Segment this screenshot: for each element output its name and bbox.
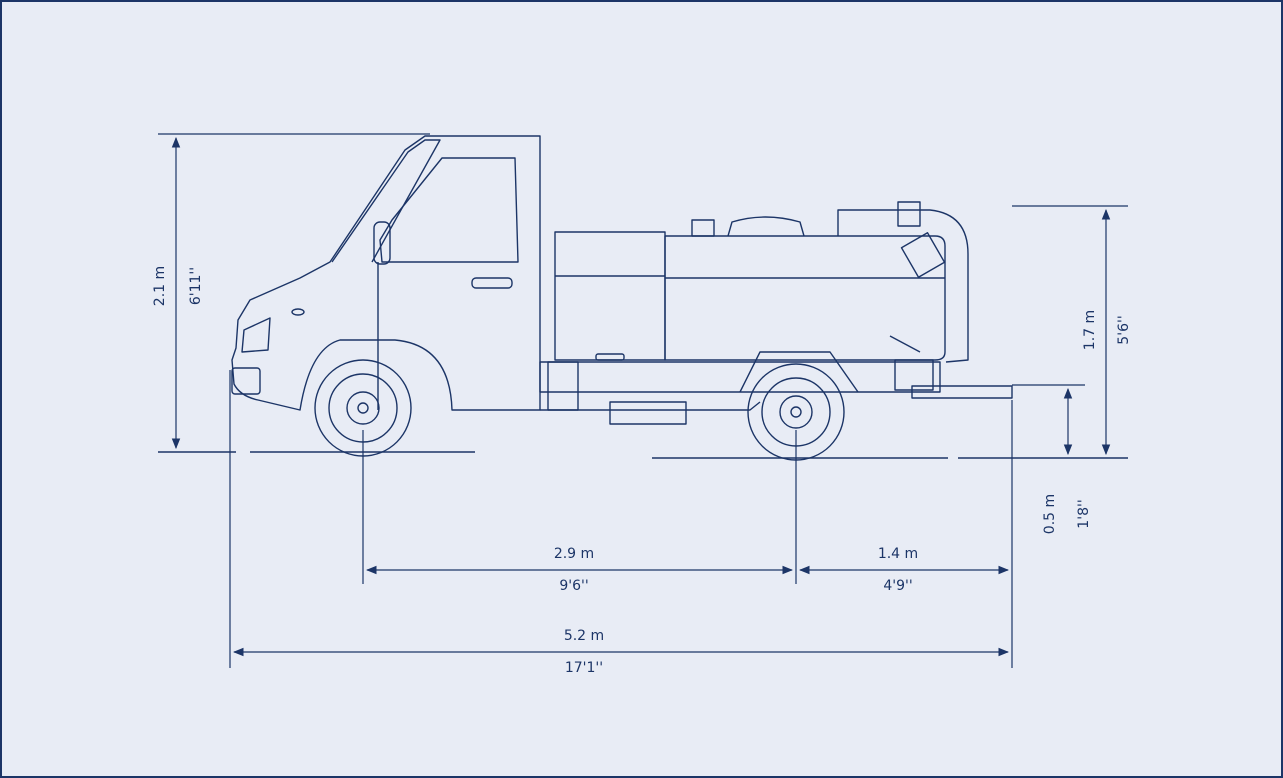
pipe-coupling <box>897 201 921 227</box>
label-hose-height-imperial: 1'8'' <box>1076 499 1092 528</box>
underframe <box>540 401 761 411</box>
label-rear-overhang-metric: 1.4 m <box>878 546 918 562</box>
rear-hub <box>779 395 813 429</box>
label-wheelbase-metric: 2.9 m <box>554 546 594 562</box>
label-length-metric: 5.2 m <box>564 628 604 644</box>
tank-hatch <box>727 216 805 237</box>
label-overall-height-imperial: 6'11'' <box>188 267 204 305</box>
front-bumper <box>231 367 261 395</box>
label-overall-height-metric: 2.1 m <box>152 266 168 306</box>
rear-box <box>894 359 934 391</box>
dimension-labels: 2.1 m 6'11'' 1.7 m 5'6'' 0.5 m 1'8'' 2.9… <box>152 266 1132 676</box>
rear-bumper <box>911 385 1013 399</box>
pipe-nozzle <box>900 232 946 278</box>
rear-fender <box>739 351 859 393</box>
label-rear-overhang-imperial: 4'9'' <box>883 578 912 594</box>
cab-body <box>231 135 541 411</box>
cab-window <box>379 157 519 263</box>
windshield <box>331 139 441 263</box>
dimension-lines <box>158 133 1128 668</box>
vacuum-tank <box>664 235 946 361</box>
suction-pipe <box>837 209 969 363</box>
label-wheelbase-imperial: 9'6'' <box>559 578 588 594</box>
headlight <box>241 317 271 353</box>
label-rear-height-metric: 1.7 m <box>1082 310 1098 350</box>
door-handle <box>471 277 513 289</box>
step-box <box>547 361 579 411</box>
front-hub <box>346 391 380 425</box>
compartment-latch <box>595 353 625 361</box>
chassis-rail <box>539 361 941 393</box>
truck-illustration <box>158 135 1128 461</box>
storage-compartment <box>554 231 666 361</box>
side-mirror <box>373 221 391 265</box>
fuel-tank <box>609 401 687 425</box>
label-rear-height-imperial: 5'6'' <box>1116 315 1132 344</box>
label-length-imperial: 17'1'' <box>565 660 603 676</box>
tank-tool <box>889 335 921 353</box>
tank-valve <box>691 219 715 237</box>
rear-hub-center <box>790 406 802 418</box>
logo-badge <box>291 308 305 316</box>
label-hose-height-metric: 0.5 m <box>1042 494 1058 534</box>
front-hub-center <box>357 402 369 414</box>
